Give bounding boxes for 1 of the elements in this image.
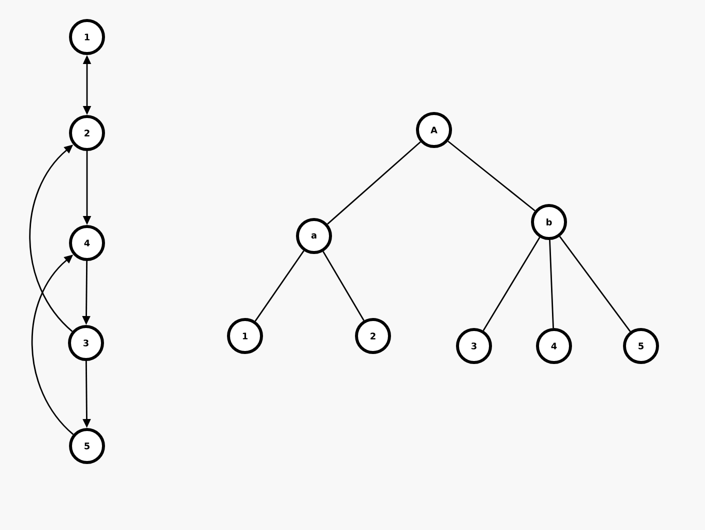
arrow	[31, 254, 74, 435]
